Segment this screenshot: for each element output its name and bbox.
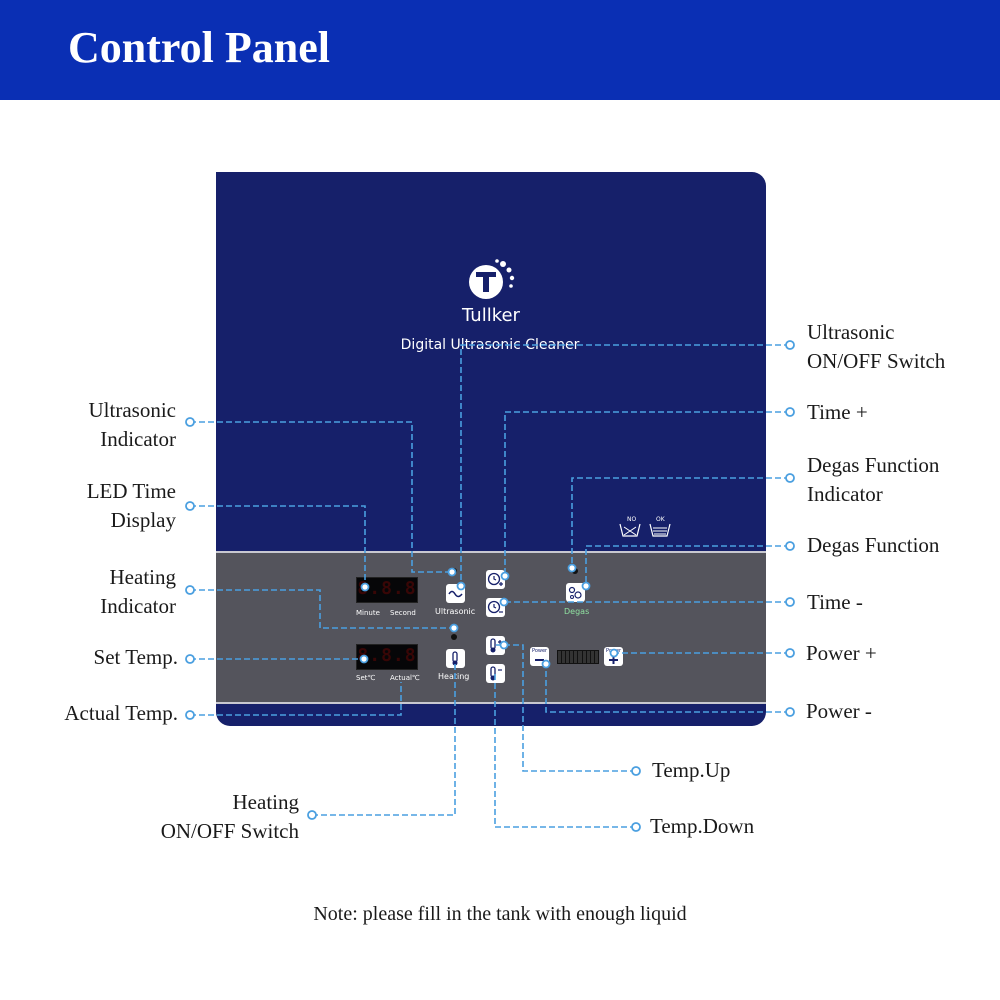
temp-up-icon bbox=[490, 638, 502, 653]
callout-power-minus: Power - bbox=[806, 699, 872, 723]
leader-actual-temp bbox=[190, 682, 402, 716]
leader-degas-indicator bbox=[571, 477, 790, 568]
callout-time-plus: Time + bbox=[807, 400, 868, 424]
no-liquid-label: NO bbox=[627, 516, 637, 523]
leader-temp-down bbox=[494, 673, 636, 828]
leader-time-plus bbox=[504, 411, 790, 576]
brand-logo-icon bbox=[469, 259, 515, 299]
callout-temp-up: Temp.Up bbox=[652, 758, 731, 782]
callout-ultrasonic-indicator: Ultrasonic Indicator bbox=[88, 398, 176, 451]
callout-led-time-display: LED Time Display bbox=[86, 479, 176, 532]
leader-ultrasonic-switch bbox=[460, 344, 790, 586]
power-minus-text: Power bbox=[532, 648, 548, 654]
minute-label: Minute bbox=[356, 609, 380, 617]
leader-temp-up bbox=[496, 644, 636, 772]
heating-button-label: Heating bbox=[438, 672, 470, 681]
heating-switch-button[interactable] bbox=[446, 649, 465, 668]
leader-ultrasonic-indicator bbox=[190, 421, 452, 573]
leader-led-time-display bbox=[190, 505, 366, 587]
callout-set-temp: Set Temp. bbox=[93, 645, 178, 669]
callout-heating-indicator: Heating Indicator bbox=[100, 565, 176, 618]
leader-degas-function bbox=[585, 545, 790, 586]
callout-heating-switch: Heating ON/OFF Switch bbox=[160, 790, 299, 843]
clock-plus-icon bbox=[487, 572, 503, 586]
second-label: Second bbox=[390, 609, 416, 617]
ok-liquid-icon bbox=[649, 523, 671, 537]
bubbles-icon bbox=[568, 586, 582, 599]
leader-power-minus bbox=[545, 664, 790, 713]
no-liquid-icon bbox=[619, 523, 641, 537]
callout-degas-function: Degas Function bbox=[807, 533, 940, 557]
temp-display-digits: 8.8.8 bbox=[357, 645, 417, 666]
callout-time-minus: Time - bbox=[807, 590, 863, 614]
heating-indicator-led bbox=[451, 634, 457, 640]
degas-button-label: Degas bbox=[564, 607, 590, 616]
ok-liquid-label: OK bbox=[656, 516, 665, 523]
ultrasonic-button-label: Ultrasonic bbox=[435, 607, 476, 616]
temp-up-button[interactable] bbox=[486, 636, 505, 655]
leader-heating-switch bbox=[312, 661, 456, 816]
leader-heating-indicator bbox=[190, 589, 454, 629]
callout-power-plus: Power + bbox=[806, 641, 877, 665]
callout-temp-down: Temp.Down bbox=[650, 814, 755, 838]
time-plus-button[interactable] bbox=[486, 570, 505, 589]
page-title: Control Panel bbox=[68, 23, 330, 72]
degas-function-button[interactable] bbox=[566, 583, 585, 602]
power-level-bar bbox=[557, 650, 599, 664]
set-temp-label: Set℃ bbox=[356, 674, 376, 682]
header-bar: Control Panel bbox=[0, 0, 1000, 100]
callout-actual-temp: Actual Temp. bbox=[64, 701, 178, 725]
callout-ultrasonic-switch: Ultrasonic ON/OFF Switch bbox=[807, 320, 946, 373]
note-text: Note: please fill in the tank with enoug… bbox=[313, 903, 687, 925]
actual-temp-label: Actual℃ bbox=[390, 674, 420, 682]
minus-icon bbox=[535, 659, 544, 661]
thermometer-icon bbox=[452, 651, 458, 666]
callout-degas-indicator: Degas Function Indicator bbox=[807, 453, 940, 506]
time-display-digits: 8.8.8 bbox=[357, 578, 417, 599]
brand-name: Tullker bbox=[462, 305, 520, 326]
wave-icon bbox=[448, 590, 463, 598]
clock-minus-icon bbox=[487, 600, 503, 614]
